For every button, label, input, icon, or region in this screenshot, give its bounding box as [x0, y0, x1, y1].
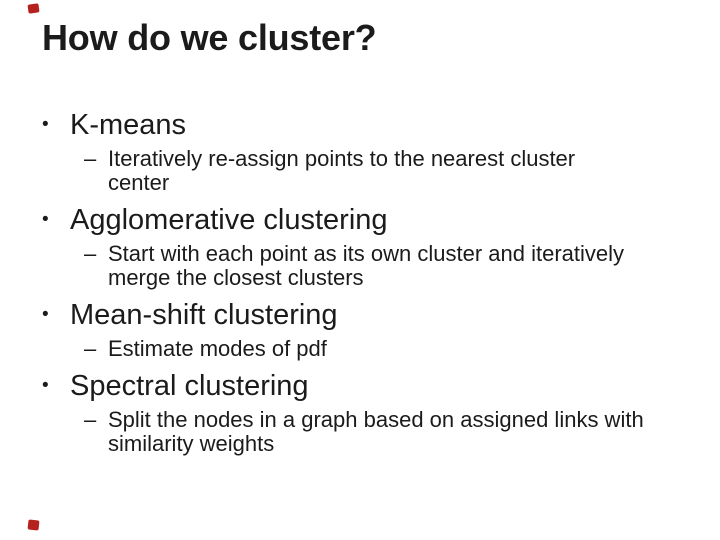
dash-bullet-icon: – [84, 336, 97, 361]
bullet-dot-icon: • [42, 209, 49, 230]
bullet-group: • K-means – Iteratively re-assign points… [42, 108, 712, 195]
dash-bullet-icon: – [84, 146, 97, 171]
bullet-item: • Mean-shift clustering [42, 298, 712, 332]
sub-bullet-item: – Estimate modes of pdf [84, 337, 712, 361]
slide-title: How do we cluster? [42, 17, 377, 58]
sub-bullet-line: Split the nodes in a graph based on assi… [108, 407, 644, 432]
sub-bullet-line: center [108, 170, 170, 195]
bullet-group: • Agglomerative clustering – Start with … [42, 203, 712, 290]
dash-bullet-icon: – [84, 241, 97, 266]
sub-bullet-text: Split the nodes in a graph based on assi… [108, 408, 644, 456]
bullet-label: Mean-shift clustering [70, 299, 338, 331]
sub-bullet-text: Iteratively re-assign points to the near… [108, 147, 575, 195]
bullet-group: • Spectral clustering – Split the nodes … [42, 369, 712, 456]
bullet-label: Spectral clustering [70, 370, 309, 402]
bullet-item: • Spectral clustering [42, 369, 712, 403]
sub-bullet-text: Start with each point as its own cluster… [108, 242, 624, 290]
bullet-group: • Mean-shift clustering – Estimate modes… [42, 298, 712, 361]
bullet-dot-icon: • [42, 114, 49, 135]
sub-bullet-text: Estimate modes of pdf [108, 337, 327, 361]
bullet-label: Agglomerative clustering [70, 204, 388, 236]
template-accent-top [27, 3, 40, 14]
sub-bullet-item: – Start with each point as its own clust… [84, 242, 712, 290]
sub-bullet-line: Iteratively re-assign points to the near… [108, 146, 576, 171]
dash-bullet-icon: – [84, 407, 97, 432]
sub-bullet-line: merge the closest clusters [108, 265, 364, 290]
bullet-dot-icon: • [42, 304, 49, 325]
sub-bullet-item: – Split the nodes in a graph based on as… [84, 408, 712, 456]
template-accent-bottom [27, 519, 40, 531]
bullet-label: K-means [70, 109, 187, 141]
slide-body: • K-means – Iteratively re-assign points… [42, 108, 712, 456]
sub-bullet-item: – Iteratively re-assign points to the ne… [84, 147, 712, 195]
bullet-item: • K-means [42, 108, 712, 142]
sub-bullet-line: Start with each point as its own cluster… [108, 241, 625, 266]
sub-bullet-line: similarity weights [108, 431, 275, 456]
sub-bullet-line: Estimate modes of pdf [108, 336, 327, 361]
bullet-dot-icon: • [42, 375, 49, 396]
bullet-item: • Agglomerative clustering [42, 203, 712, 237]
